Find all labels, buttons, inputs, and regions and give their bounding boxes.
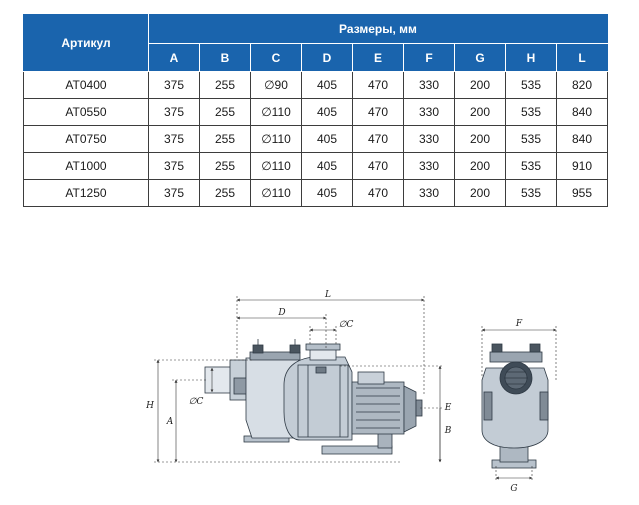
table-cell: 405	[301, 125, 353, 153]
table-cell: 535	[505, 179, 557, 207]
table-row: AT0400 375 255 ∅90 405 470 330 200 535 8…	[23, 71, 608, 99]
table-cell: 375	[148, 179, 200, 207]
table-cell: 200	[454, 71, 506, 99]
dim-label-a: A	[166, 417, 174, 427]
table-cell: 955	[556, 179, 608, 207]
column-header-e: E	[352, 43, 404, 72]
pump-side-view	[204, 339, 423, 455]
side-view-labels: L D ∅C H A ∅C E B	[145, 290, 452, 436]
dim-label-c-top: ∅C	[339, 320, 354, 330]
dim-label-f: F	[515, 319, 523, 329]
dimensions-table: Артикул Размеры, мм A B C D E F G H L AT…	[23, 14, 608, 207]
article-column-header: Артикул	[23, 14, 149, 72]
table-cell: ∅110	[250, 152, 302, 180]
column-header-b: B	[199, 43, 251, 72]
table-row: AT0750 375 255 ∅110 405 470 330 200 535 …	[23, 125, 608, 153]
table-cell: 375	[148, 71, 200, 99]
pump-front-view	[481, 343, 549, 469]
table-cell: 470	[352, 125, 404, 153]
dim-label-c-side: ∅C	[189, 397, 204, 407]
table-cell: 330	[403, 152, 455, 180]
table-cell: 330	[403, 179, 455, 207]
table-cell: 255	[199, 98, 251, 126]
article-cell: AT0750	[23, 125, 149, 153]
side-view-dimensions	[154, 296, 444, 463]
column-header-h: H	[505, 43, 557, 72]
article-cell: AT1250	[23, 179, 149, 207]
table-cell: 405	[301, 152, 353, 180]
table-cell: ∅110	[250, 98, 302, 126]
table-row: AT1250 375 255 ∅110 405 470 330 200 535 …	[23, 179, 608, 207]
table-cell: ∅110	[250, 179, 302, 207]
table-cell: 330	[403, 98, 455, 126]
table-cell: 840	[556, 98, 608, 126]
table-cell: ∅90	[250, 71, 302, 99]
dim-label-l: L	[324, 290, 331, 300]
table-cell: 470	[352, 179, 404, 207]
column-header-c: C	[250, 43, 302, 72]
table-cell: 470	[352, 71, 404, 99]
table-cell: 255	[199, 179, 251, 207]
table-cell: 200	[454, 152, 506, 180]
table-cell: 405	[301, 98, 353, 126]
table-cell: 840	[556, 125, 608, 153]
column-header-g: G	[454, 43, 506, 72]
dim-label-h: H	[145, 401, 154, 411]
table-cell: 255	[199, 71, 251, 99]
dim-label-g: G	[510, 484, 517, 494]
column-header-l: L	[556, 43, 608, 72]
dim-label-e: E	[444, 403, 452, 413]
table-cell: 910	[556, 152, 608, 180]
dim-label-d: D	[277, 308, 285, 318]
dim-label-b: B	[444, 426, 452, 436]
front-view-labels: F G	[510, 319, 522, 494]
table-cell: 405	[301, 179, 353, 207]
table-cell: 535	[505, 71, 557, 99]
article-cell: AT1000	[23, 152, 149, 180]
table-cell: 330	[403, 125, 455, 153]
front-view-dimensions	[481, 326, 557, 482]
